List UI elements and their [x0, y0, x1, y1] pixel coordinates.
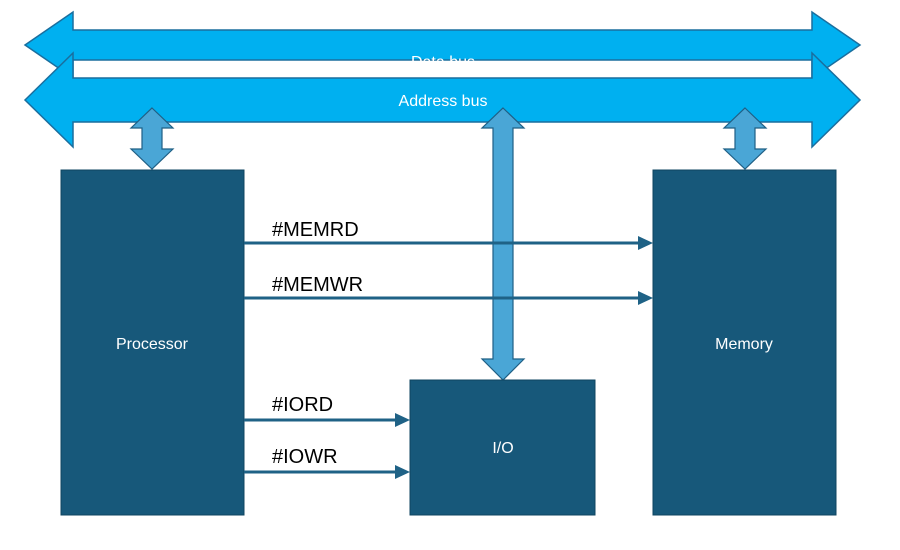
iord-arrowhead [395, 413, 410, 427]
memwr-arrowhead [638, 291, 653, 305]
io-block: I/O [409, 379, 596, 516]
io-box [409, 379, 596, 516]
memrd-label: #MEMRD [272, 219, 359, 241]
memory-block: Memory [652, 169, 837, 516]
data-bus-label: Data bus [411, 54, 475, 71]
address-bus-arrow [23, 51, 862, 149]
memrd-arrowhead [638, 236, 653, 250]
processor-box [60, 169, 245, 516]
iowr-arrowhead [395, 465, 410, 479]
processor-block: Processor [60, 169, 245, 516]
iowr-signal: #IOWR [244, 446, 410, 479]
memwr-signal: #MEMWR [244, 274, 653, 305]
data-bus: Data bus [23, 10, 862, 80]
memwr-label: #MEMWR [272, 274, 363, 296]
memrd-signal: #MEMRD [244, 219, 653, 250]
io-label: I/O [492, 440, 513, 457]
iord-signal: #IORD [244, 394, 410, 427]
address-bus-label: Address bus [399, 93, 488, 110]
processor-bus-link-arrow [129, 107, 175, 170]
memory-label: Memory [715, 336, 773, 353]
memory-box [652, 169, 837, 516]
iord-label: #IORD [272, 394, 333, 416]
iowr-label: #IOWR [272, 446, 338, 468]
address-bus: Address bus [23, 51, 862, 149]
processor-label: Processor [116, 336, 189, 353]
memory-bus-link-arrow [722, 107, 768, 170]
